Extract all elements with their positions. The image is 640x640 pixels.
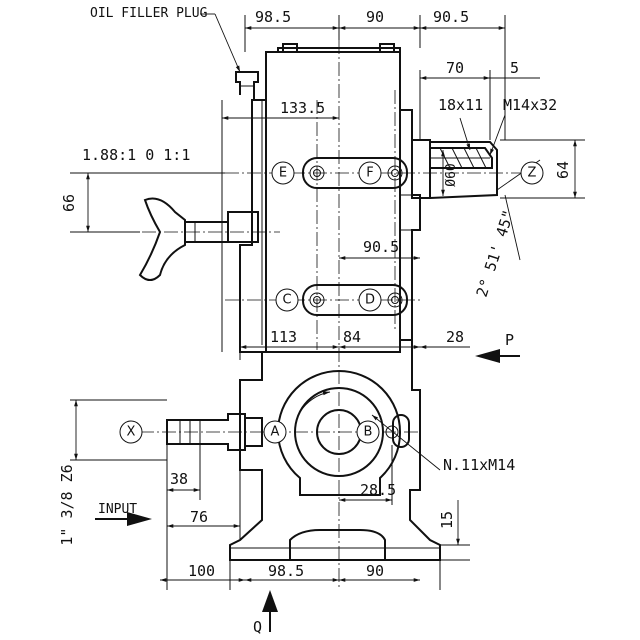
bubble-e: E: [279, 166, 287, 181]
p-direction-label: P: [505, 331, 514, 349]
bubble-z: Z: [528, 166, 537, 181]
input-shaft: [166, 413, 263, 451]
input-label: INPUT: [98, 502, 137, 517]
shaft-size-label: 1" 3/8 Z6: [58, 464, 76, 545]
dim-base-height: 15: [438, 511, 456, 529]
slotted-holes: [302, 157, 410, 448]
dim-shaft-length: 70: [446, 59, 464, 77]
dim-right-width: 28: [446, 328, 464, 346]
bubble-a: A: [271, 425, 280, 440]
bubble-f: F: [366, 166, 373, 181]
shaft-key-label: 18x11: [438, 96, 483, 114]
shift-lever: [138, 197, 229, 281]
input-gear: [277, 370, 402, 496]
text-labels: OIL FILLER PLUG 98.5 90 90.5 70 5 18x11 …: [58, 6, 572, 636]
output-shaft: [429, 141, 541, 199]
bubble-b: B: [364, 425, 373, 440]
dim-top-right: 90.5: [433, 8, 469, 26]
dim-bottom-mid: 98.5: [268, 562, 304, 580]
gearbox-housing: [227, 43, 441, 561]
dim-mid-width: 84: [343, 328, 361, 346]
diameter-label: Ø60: [444, 163, 459, 186]
shaft-thread-label: M14x32: [503, 96, 557, 114]
dim-shaft-step: 5: [510, 59, 519, 77]
dimension-lines: [70, 13, 585, 590]
taper-angle-label: 2° 51' 45": [473, 208, 518, 299]
bubble-d: D: [365, 293, 375, 308]
dim-upper-width: 133.5: [280, 99, 325, 117]
oil-filler-plug-label: OIL FILLER PLUG: [90, 6, 208, 21]
dim-input-length: 76: [190, 508, 208, 526]
direction-arrows: [95, 349, 520, 632]
dim-bottom-right: 90: [366, 562, 384, 580]
dim-top-mid: 90: [366, 8, 384, 26]
dim-top-left: 98.5: [255, 8, 291, 26]
dim-left-width: 113: [270, 328, 297, 346]
q-direction-label: Q: [253, 618, 262, 636]
bubble-x: X: [127, 425, 136, 440]
dim-lever-height: 66: [60, 194, 78, 212]
dim-shaft-height: 64: [554, 161, 572, 179]
dim-spline-length: 38: [170, 470, 188, 488]
bubble-c: C: [282, 293, 291, 308]
ratio-labels: 1.88:1 0 1:1: [82, 146, 190, 164]
bubble-labels: E F C D A B X Z: [119, 161, 544, 444]
dim-mid-offset: 90.5: [363, 238, 399, 256]
dim-bottom-left: 100: [188, 562, 215, 580]
dim-base-offset: 28.5: [360, 481, 396, 499]
holes-label: N.11xM14: [443, 456, 515, 474]
